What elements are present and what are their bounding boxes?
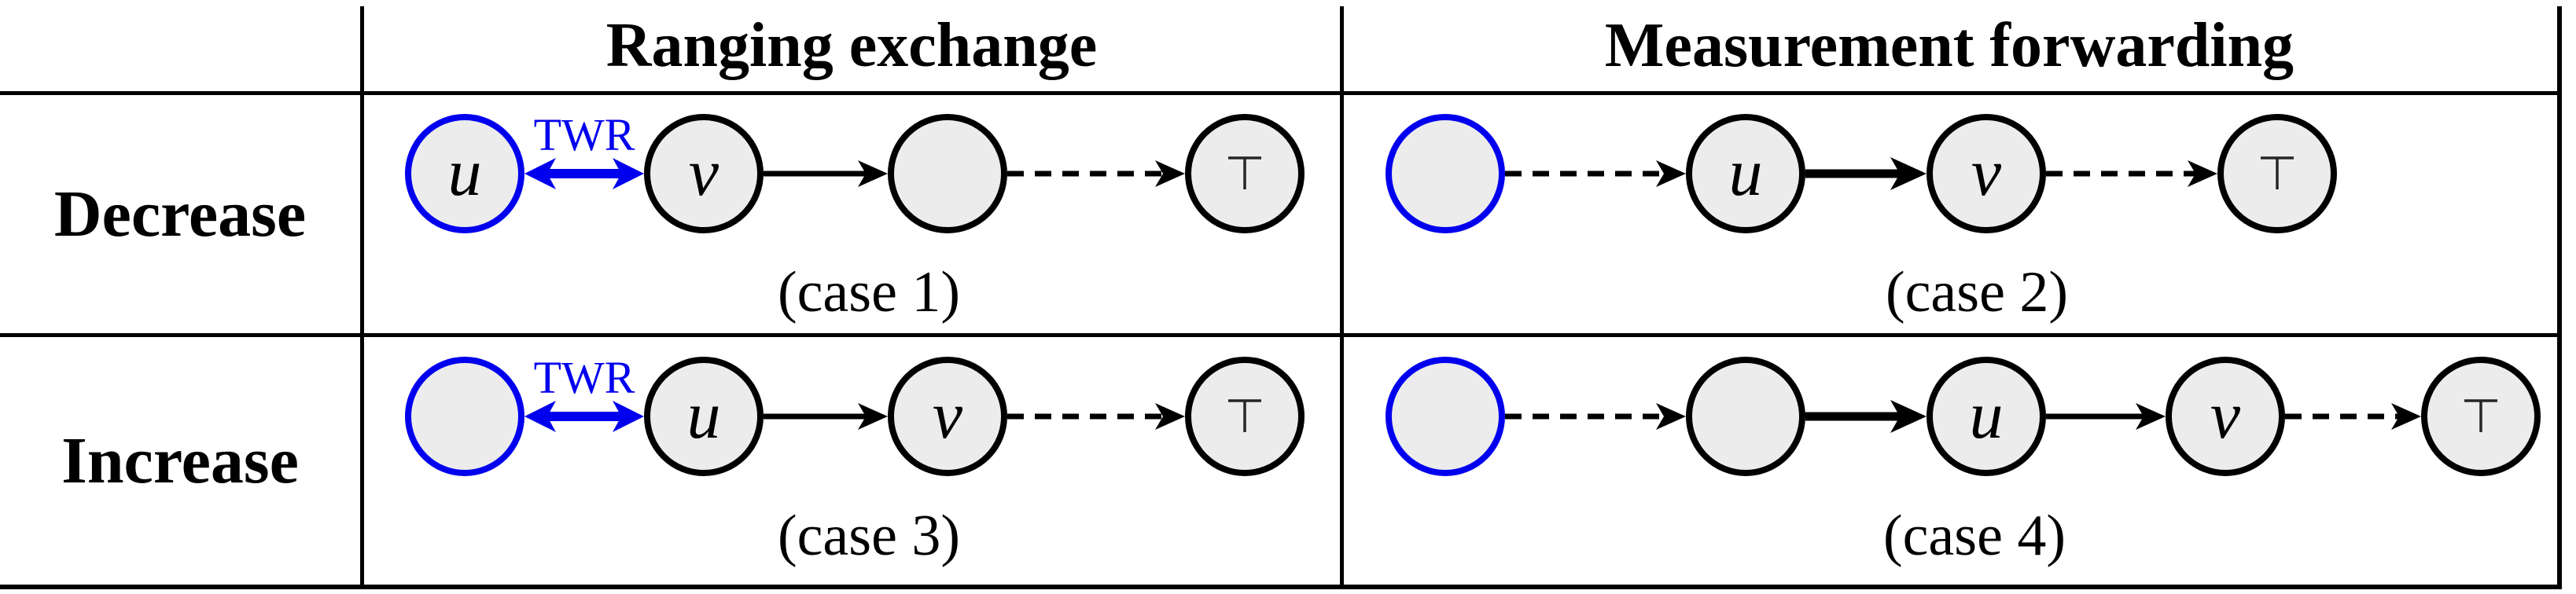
arrowhead — [613, 401, 644, 432]
node-label-v: v — [1971, 134, 2002, 210]
row-label-decrease: Decrease — [0, 95, 360, 333]
node — [644, 114, 764, 233]
arrowhead — [1656, 160, 1686, 187]
arrowhead — [2391, 403, 2421, 430]
arrowhead — [524, 158, 556, 189]
column-header-measurement-forwarding: Measurement forwarding — [1341, 0, 2557, 91]
caption-case-4: (case 4) — [1883, 504, 2066, 568]
arrowhead — [858, 160, 888, 187]
node — [1926, 357, 2046, 476]
node-label-u: u — [687, 377, 721, 453]
diagram-case-2: u v (case 2) — [1386, 114, 2337, 324]
node — [2166, 357, 2285, 476]
node — [644, 357, 764, 476]
row-label-increase: Increase — [0, 337, 360, 585]
row-label-text: Decrease — [53, 178, 307, 251]
blue-node — [405, 114, 524, 233]
node — [888, 114, 1007, 233]
center-column-divider — [1340, 6, 1344, 589]
label-column-divider — [360, 6, 364, 589]
twr-label: TWR — [534, 109, 635, 160]
arrowhead — [858, 403, 888, 430]
row-label-text: Increase — [61, 424, 299, 497]
caption-case-2: (case 2) — [1886, 260, 2068, 324]
column-header-label: Ranging exchange — [605, 10, 1098, 80]
blue-node — [1386, 357, 1505, 476]
arrowhead — [1155, 160, 1185, 187]
node-label-v: v — [933, 377, 963, 453]
node — [888, 357, 1007, 476]
bottom-border-line — [0, 585, 2562, 589]
node-label-u: u — [1970, 377, 2004, 453]
node-label-u: u — [1729, 134, 1763, 210]
node — [1686, 357, 1805, 476]
arrowhead — [1890, 157, 1926, 190]
column-header-label: Measurement forwarding — [1604, 10, 2294, 80]
node — [1926, 114, 2046, 233]
right-border-line — [2557, 6, 2562, 589]
diagram-case-4: u v (case 4) — [1386, 357, 2541, 568]
row-divider-line — [0, 333, 2562, 337]
node-label-u: u — [448, 134, 482, 210]
caption-case-3: (case 3) — [778, 504, 960, 568]
arrowhead — [1656, 403, 1686, 430]
diagram-case-1: TWR u v (case 1) — [405, 109, 1305, 324]
node-label-v: v — [689, 134, 719, 210]
node-label-v: v — [2210, 377, 2241, 453]
arrowhead — [1890, 400, 1926, 433]
node — [1686, 114, 1805, 233]
caption-case-1: (case 1) — [778, 260, 960, 324]
header-divider-line — [0, 91, 2562, 95]
arrowhead — [613, 158, 644, 189]
twr-label: TWR — [534, 352, 635, 403]
arrowhead — [1155, 403, 1185, 430]
arrowhead — [2136, 403, 2166, 430]
diagram-case-3: TWR u v (case 3) — [405, 352, 1305, 568]
blue-node — [405, 357, 524, 476]
arrowhead — [524, 401, 556, 432]
column-header-ranging-exchange: Ranging exchange — [363, 0, 1340, 91]
arrowhead — [2188, 160, 2217, 187]
blue-node — [1386, 114, 1505, 233]
